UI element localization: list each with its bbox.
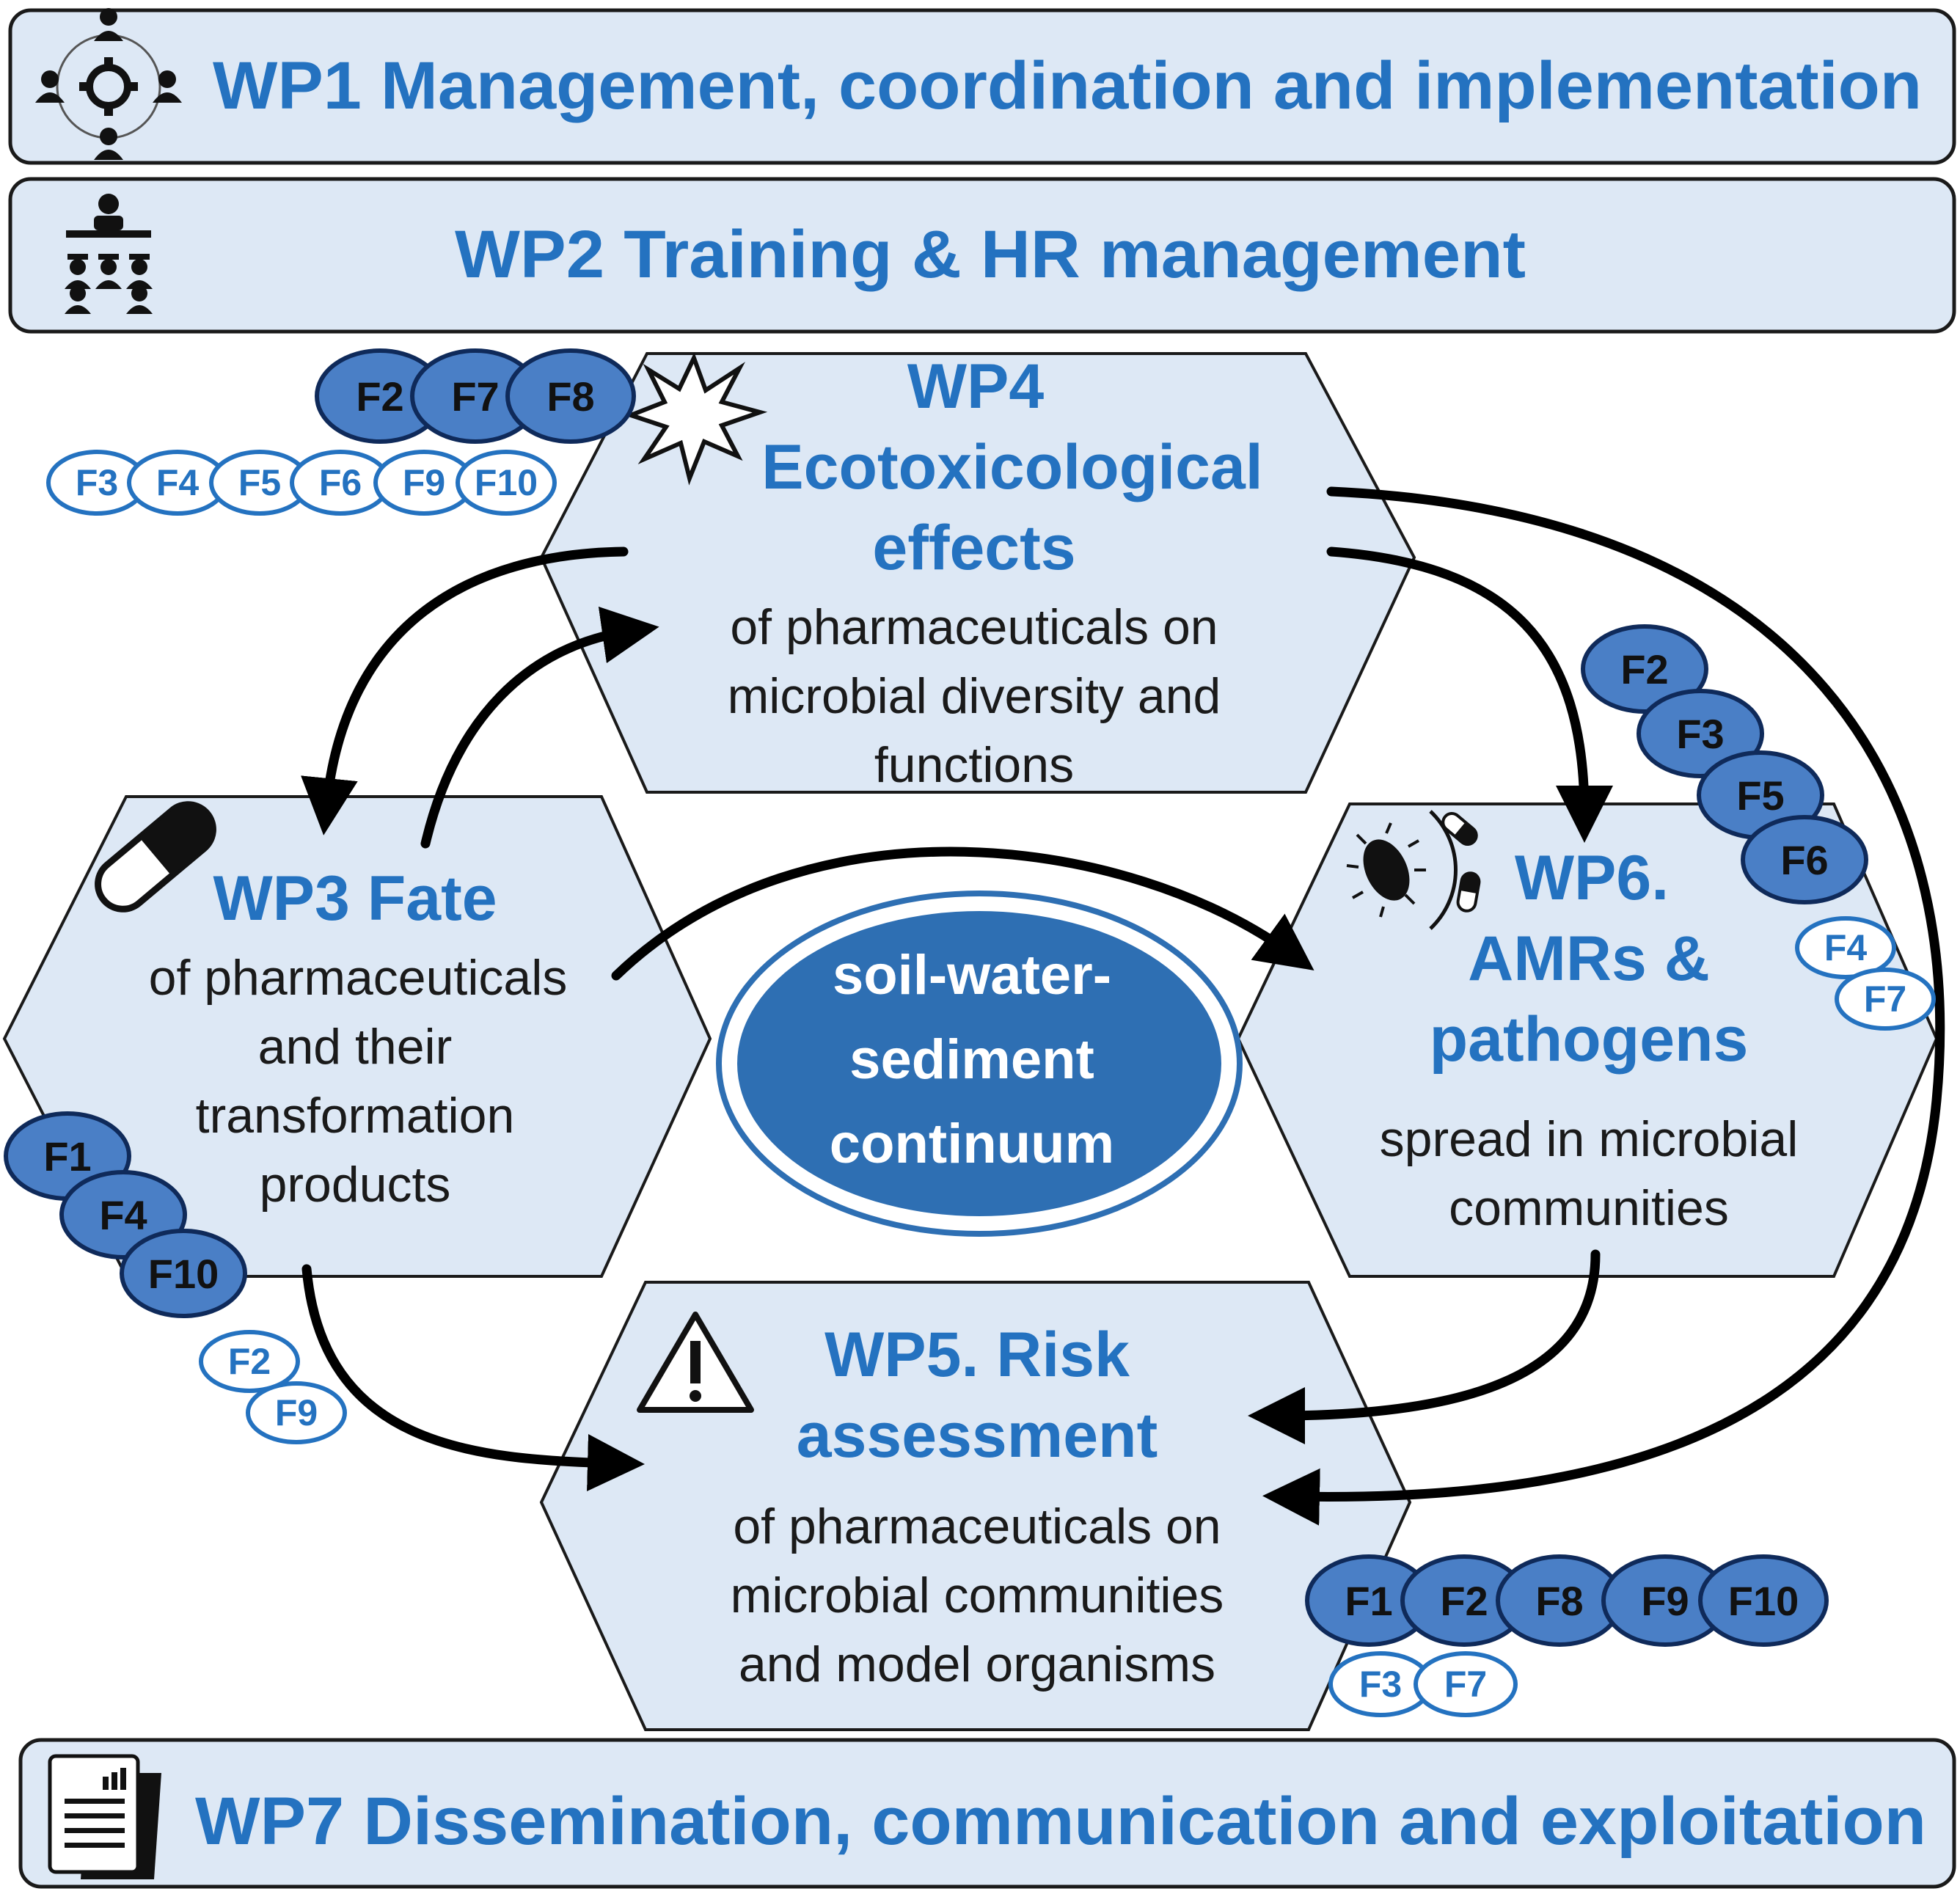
wp5-badge-solid-4-label: F9 xyxy=(1641,1578,1689,1624)
wp3-badge-outline-2: F9 xyxy=(246,1381,347,1444)
wp5-badge-solid-1: F1 xyxy=(1305,1554,1433,1647)
wp3-badge-solid-3: F10 xyxy=(120,1229,247,1318)
pill-capsule-icon xyxy=(95,801,216,913)
arrow-wp6-to-wp5 xyxy=(1248,1249,1601,1444)
wp5-badge-solid-5-label: F10 xyxy=(1728,1578,1799,1624)
wp4-body-line-1: of pharmaceuticals on xyxy=(730,599,1218,655)
wp4-badge-outline-1-label: F3 xyxy=(76,462,118,503)
wp4-title-line-1: WP4 xyxy=(907,351,1045,422)
wp1-label: WP1 Management, coordination and impleme… xyxy=(213,48,1922,123)
wp6-title-line-1: WP6. xyxy=(1515,843,1669,913)
wp6-badge-outline-1: F4 xyxy=(1795,916,1896,979)
wp4-body-line-3: functions xyxy=(874,737,1074,793)
arrow-wp3-to-wp5 xyxy=(301,1264,645,1492)
arrow-wp4-to-wp5 xyxy=(1262,486,1945,1526)
wp4-badge-solid-3-label: F8 xyxy=(546,373,594,420)
wp6-badge-outline-2-label: F7 xyxy=(1864,979,1906,1020)
team-gear-icon xyxy=(35,8,182,160)
wp4-badge-solid-1-label: F2 xyxy=(356,373,403,420)
arrow-wp4-to-wp6 xyxy=(1326,546,1613,843)
wp5-badge-outline-2: F7 xyxy=(1414,1651,1518,1717)
wp5-title-line-1: WP5. Risk xyxy=(824,1320,1130,1390)
wp4-badge-outline-3-label: F5 xyxy=(238,462,281,503)
arrows xyxy=(301,486,1945,1526)
wp6-badge-solid-2-label: F3 xyxy=(1676,711,1724,757)
wp5-badge-solid-2-label: F2 xyxy=(1440,1578,1488,1624)
arrow-wp3-to-wp6 xyxy=(611,847,1314,981)
wp2-bar: WP2 Training & HR management xyxy=(8,177,1956,334)
wp3-body-line-2: and their xyxy=(258,1019,453,1075)
wp4-badge-outline-1: F3 xyxy=(46,450,147,516)
arrow-wp3-to-wp4 xyxy=(420,606,659,849)
wp3-body-line-4: products xyxy=(260,1157,451,1213)
wp4-badge-solid-3: F8 xyxy=(505,348,636,444)
wp4-badge-outline-5-label: F9 xyxy=(403,462,445,503)
center-line-1: soil-water- xyxy=(833,944,1111,1006)
wp5-badge-solid-3: F8 xyxy=(1496,1554,1623,1647)
wp6-badge-outline-2: F7 xyxy=(1835,968,1936,1031)
center-line-3: continuum xyxy=(830,1113,1114,1175)
wp6-badge-solid-3-label: F5 xyxy=(1736,772,1784,819)
wp4-badge-outline-2: F4 xyxy=(127,450,228,516)
wp3-hexagon xyxy=(2,795,712,1278)
wp4-badge-outline-5: F9 xyxy=(373,450,475,516)
wp4-badge-solid-1: F2 xyxy=(315,348,445,444)
explosion-icon xyxy=(624,352,768,486)
wp6-badge-outline-1-label: F4 xyxy=(1824,927,1868,968)
wp4-badge-solid-2-label: F7 xyxy=(451,373,499,420)
wp5-badge-solid-1-label: F1 xyxy=(1345,1578,1392,1624)
training-icon xyxy=(65,194,153,314)
wp6-body-line-2: communities xyxy=(1449,1180,1729,1236)
wp5-body-line-1: of pharmaceuticals on xyxy=(733,1499,1221,1554)
wp3-badge-outline-1-label: F2 xyxy=(228,1341,271,1382)
wp3-title: WP3 Fate xyxy=(213,863,497,934)
wp3-badge-outline-2-label: F9 xyxy=(275,1392,318,1433)
wp5-badge-solid-5: F10 xyxy=(1698,1554,1829,1647)
wp4-badge-outline-4: F6 xyxy=(290,450,391,516)
wp6-badge-solid-1: F2 xyxy=(1581,624,1708,714)
wp3-badge-solid-2-label: F4 xyxy=(99,1192,147,1238)
wp5-hexagon xyxy=(539,1281,1412,1731)
wp5-badge-outline-2-label: F7 xyxy=(1444,1664,1487,1705)
wp6-badge-solid-1-label: F2 xyxy=(1620,646,1668,692)
wp3-badge-solid-2: F4 xyxy=(59,1170,187,1259)
bacterium-pills-icon xyxy=(1346,810,1481,930)
wp5-body-line-3: and model organisms xyxy=(739,1637,1215,1692)
wp6-body-line-1: spread in microbial xyxy=(1380,1111,1799,1167)
wp4-badge-outline-6: F10 xyxy=(456,450,557,516)
wp6-title-line-2: AMRs & xyxy=(1468,924,1710,994)
wp4-title-line-3: effects xyxy=(872,513,1075,583)
wp1-bar: WP1 Management, coordination and impleme… xyxy=(8,8,1956,165)
wp5-badge-solid-3-label: F8 xyxy=(1535,1578,1583,1624)
arrow-wp4-to-wp3 xyxy=(301,546,629,836)
wp3-body-line-1: of pharmaceuticals xyxy=(149,950,568,1006)
wp7-label: WP7 Dissemination, communication and exp… xyxy=(195,1784,1926,1859)
wp5-body-line-2: microbial communities xyxy=(731,1568,1224,1623)
wp3-badge-solid-3-label: F10 xyxy=(148,1251,219,1297)
wp4-badge-outline-4-label: F6 xyxy=(319,462,362,503)
wp5-title-line-2: assessment xyxy=(797,1400,1158,1471)
wp6-badge-solid-4: F6 xyxy=(1741,815,1868,904)
wp2-label: WP2 Training & HR management xyxy=(455,217,1526,292)
wp6-title-line-3: pathogens xyxy=(1430,1004,1749,1075)
wp3-badge-outline-1: F2 xyxy=(199,1330,300,1393)
report-document-icon xyxy=(48,1754,161,1879)
wp3-body-line-3: transformation xyxy=(196,1088,515,1144)
wp6-badge-solid-2: F3 xyxy=(1637,689,1764,778)
wp5-badge-outline-1: F3 xyxy=(1328,1651,1433,1717)
center-line-2: sediment xyxy=(849,1028,1094,1091)
wp7-bar: WP7 Dissemination, communication and exp… xyxy=(18,1738,1956,1889)
wp6-badge-solid-4-label: F6 xyxy=(1780,837,1828,883)
wp4-badge-outline-3: F5 xyxy=(209,450,310,516)
wp3-badge-solid-1-label: F1 xyxy=(43,1133,91,1180)
warning-triangle-icon xyxy=(637,1312,754,1413)
center-ellipse: soil-water- sediment continuum xyxy=(716,891,1243,1237)
wp5-badge-solid-2: F2 xyxy=(1400,1554,1528,1647)
wp5-badge-outline-1-label: F3 xyxy=(1359,1664,1402,1705)
wp4-badge-outline-2-label: F4 xyxy=(156,462,200,503)
wp4-body-line-2: microbial diversity and xyxy=(728,668,1221,724)
wp4-title-line-2: Ecotoxicological xyxy=(761,432,1262,502)
wp4-badge-outline-6-label: F10 xyxy=(475,462,538,503)
